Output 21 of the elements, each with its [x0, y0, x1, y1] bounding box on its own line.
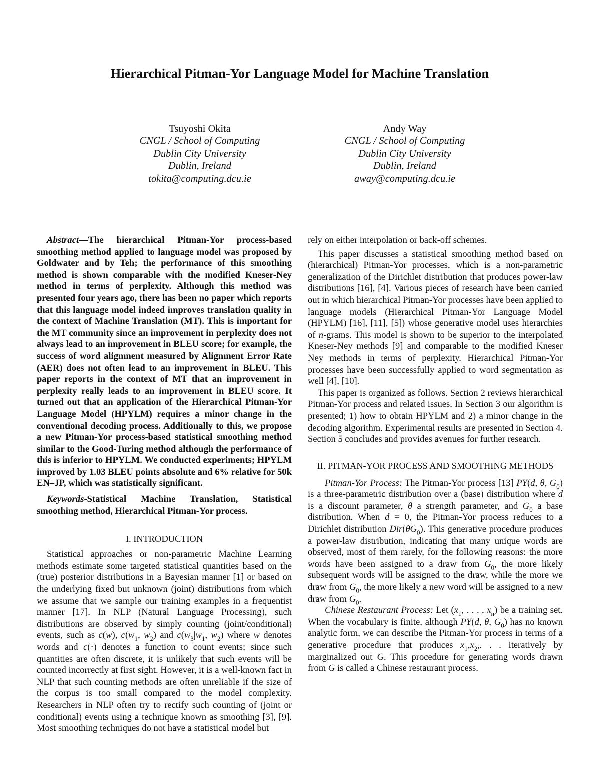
- author-affiliation: Dublin, Ireland: [167, 161, 232, 174]
- author-affiliation: CNGL / School of Computing: [344, 136, 466, 149]
- body-paragraph: rely on either interpolation or back-off schemes.: [308, 236, 488, 248]
- author-name: Andy Way: [382, 124, 428, 136]
- body-paragraph: Pitman-Yor Process: The Pitman-Yor process [13] PY(d, θ, G$_{0}$) is a three-parametric distribution over a (base) distribution where dis a discount parameter, θ a strength parameter, and G$_{0}$ a base distribution. When d = 0, the Pitman-Yor process reduces to a Dirichlet distribution Dir(θG$_{0}$). This generative procedure produces a power-law distribution, indicating that many unique words are observed, most of them rarely, for the following reasons: the more words have been assigned to a draw from G$_{0}$, the more likely subsequent words will be assigned to the draw, while the more we draw from G$_{0}$, the more likely a new word will be assigned to a new draw from G$_{0}$.: [308, 478, 563, 606]
- body-paragraph: Statistical approaches or non-parametric Machine Learning methods estimate some targeted statistical quantities based on the (true) posterior distributions in a Bayesian manner [1] or based on the underlying fixed but unknown (joint) distributions from which we assume that we sample our training examples in a frequentist manner [17]. In NLP (Natural Language Processing), such distributions are observed by simply counting (joint/conditional) events, such as c(w), c(w$_{1}$, w$_{2}$) and c(w$_{3}$|w$_{1}$, w$_{2}$) where w denotes words and c(·) denotes a function to count events; since such quantities are often discrete, it is unlikely that such events will be counted incorrectly at first sight. However, it is a well-known fact in NLP that such counting methods are often unreliable if the size of the corpus is too small compared to the model complexity. Researchers in NLP often try to rectify such counting of (joint or conditional) events using a technique known as smoothing [3], [9]. Most smoothing techniques do not have a statistical model but: [37, 550, 292, 736]
- paper-title: Hierarchical Pitman-Yor Language Model for Machine Translation: [110, 66, 490, 82]
- abstract-paragraph: Abstract—The hierarchical Pitman-Yor process-based smoothing method applied to language model was proposed by Goldwater and by Teh; the performance of this smoothing method is shown comparable with the modified Kneser-Ney method in terms of perplexity. Although this method was presented four years ago, there has been no paper which reports that this language model indeed improves translation quality in the context of Machine Translation (MT). This is important for the MT community since an improvement in perplexity does not always lead to an improvement in BLEU score; for example, the success of word alignment measured by Alignment Error Rate (AER) does not often lead to an improvement in BLEU. This paper reports in the context of MT that an improvement in perplexity really leads to an improvement in BLEU score. It turned out that an application of the Hierarchical Pitman-Yor Language Model (HPYLM) requires a minor change in the conventional decoding process. Additionally to this, we propose a new Pitman-Yor process-based statistical smoothing method similar to the Good-Turing method although the performance of this is inferior to HPYLM. We conducted experiments; HPYLM improved by 1.03 BLEU points absolute and 6% relative for 50k EN–JP, which was statistically significant.: [37, 236, 292, 492]
- author-affiliation: CNGL / School of Computing: [138, 136, 262, 149]
- author-email: tokita@computing.dcu.ie: [148, 174, 252, 186]
- author-affiliation: Dublin City University: [358, 148, 452, 162]
- body-paragraph: This paper discusses a statistical smoothing method based on (hierarchical) Pitman-Yor processes, which is a non-parametric generalization of the Dirichlet distribution that produces power-law distributions [16], [4]. Various pieces of research have been carried out in which hierarchical Pitman-Yor processes have been applied to language models (Hierarchical Pitman-Yor Language Model (HPYLM) [16], [11], [5]) whose generative model uses hierarchies of n-grams. This model is shown to be superior to the interpolated Kneser-Ney methods [9] and comparable to the modified Kneser Ney methods in terms of perplexity. Hierarchical Pitman-Yor processes have been successfully applied to word segmentation as well [4], [10].: [308, 250, 563, 389]
- keywords-paragraph: Keywords-Statistical Machine Translation, Statistical smoothing method, Hierarchical Pitman-Yor process.: [37, 495, 292, 518]
- body-paragraph: Chinese Restaurant Process: Let (x$_{1}$, . . . , x$_{n}$) be a training set. When the vocabulary is finite, although PY(d, θ, G$_{0}$) has no known analytic form, we can describe the Pitman-Yor process in terms of a generative procedure that produces x$_{1}$,x$_{2}$,. . . iteratively by marginalized out G. This procedure for generating words drawn from G is called a Chinese restaurant process.: [308, 606, 563, 676]
- author-affiliation: Dublin City University: [152, 148, 248, 162]
- section-heading: I. INTRODUCTION: [124, 534, 204, 544]
- author-name: Tsuyoshi Okita: [168, 124, 232, 136]
- body-paragraph: This paper is organized as follows. Section 2 reviews hierarchical Pitman-Yor process and related issues. In Section 3 our algorithm is presented; 1) how to obtain HPYLM and 2) a minor change in the decoding algorithm. Experimental results are presented in Section 4. Section 5 concludes and provides avenues for further research.: [308, 388, 563, 447]
- author-email: away@computing.dcu.ie: [353, 174, 457, 186]
- section-heading: II. PITMAN-YOR PROCESS AND SMOOTHING METHODS: [316, 460, 555, 471]
- author-affiliation: Dublin, Ireland: [372, 161, 438, 174]
